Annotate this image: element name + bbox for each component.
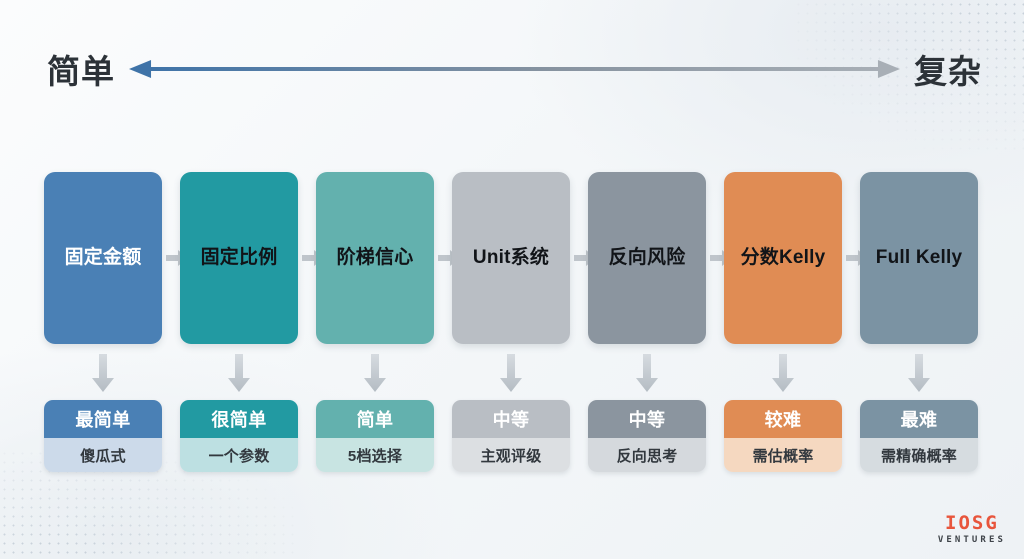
scale-label-complex: 复杂 [914, 53, 982, 90]
difficulty-detail-label: 5档选择 [316, 438, 434, 472]
flow-column: 固定比例很简单一个参数 [180, 172, 324, 472]
difficulty-card[interactable]: 最难需精确概率 [860, 400, 978, 472]
difficulty-level-label: 很简单 [180, 400, 298, 438]
difficulty-card[interactable]: 中等主观评级 [452, 400, 570, 472]
difficulty-detail-label: 一个参数 [180, 438, 298, 472]
method-label: Unit系统 [472, 246, 550, 268]
difficulty-card[interactable]: 中等反向思考 [588, 400, 706, 472]
difficulty-level-label: 较难 [724, 400, 842, 438]
difficulty-detail-label: 傻瓜式 [44, 438, 162, 472]
method-label: 反向风险 [608, 246, 686, 268]
difficulty-detail-label: 需估概率 [724, 438, 842, 472]
method-box[interactable]: 固定金额 [44, 172, 162, 344]
difficulty-level-label: 简单 [316, 400, 434, 438]
dot-pattern-top-right [794, 0, 1024, 150]
method-label: 阶梯信心 [336, 246, 414, 268]
method-label: 分数Kelly [740, 246, 826, 268]
difficulty-detail-label: 需精确概率 [860, 438, 978, 472]
method-box[interactable]: 固定比例 [180, 172, 298, 344]
difficulty-level-label: 最简单 [44, 400, 162, 438]
arrow-down-icon [364, 354, 386, 392]
method-label: Full Kelly [875, 246, 963, 268]
brand-logo-word: VENTURES [937, 535, 1006, 545]
method-box[interactable]: 分数Kelly [724, 172, 842, 344]
arrow-down-icon [500, 354, 522, 392]
method-box[interactable]: 阶梯信心 [316, 172, 434, 344]
arrow-down-icon [228, 354, 250, 392]
complexity-scale: 简单 复杂 [0, 38, 1024, 100]
scale-axis [129, 54, 900, 84]
flow-column: 反向风险中等反向思考 [588, 172, 732, 472]
arrow-right-icon [877, 60, 900, 78]
method-box[interactable]: Full Kelly [860, 172, 978, 344]
flow-column: 分数Kelly 较难需估概率 [724, 172, 868, 472]
method-box[interactable]: Unit系统 [452, 172, 570, 344]
brand-logo-mark: IOSG [945, 512, 999, 534]
difficulty-level-label: 中等 [452, 400, 570, 438]
difficulty-level-label: 最难 [860, 400, 978, 438]
method-box[interactable]: 反向风险 [588, 172, 706, 344]
flow-column: Unit系统中等主观评级 [452, 172, 596, 472]
method-label: 固定比例 [200, 246, 278, 268]
method-label: 固定金额 [64, 246, 142, 268]
difficulty-card[interactable]: 最简单傻瓜式 [44, 400, 162, 472]
scale-label-simple: 简单 [47, 53, 115, 90]
difficulty-level-label: 中等 [588, 400, 706, 438]
arrow-down-icon [908, 354, 930, 392]
arrow-left-icon [129, 60, 152, 78]
flow-column: 固定金额最简单傻瓜式 [44, 172, 188, 472]
arrow-down-icon [92, 354, 114, 392]
difficulty-card[interactable]: 较难需估概率 [724, 400, 842, 472]
arrow-down-icon [772, 354, 794, 392]
difficulty-detail-label: 反向思考 [588, 438, 706, 472]
flow-column: Full Kelly 最难需精确概率 [860, 172, 978, 472]
difficulty-detail-label: 主观评级 [452, 438, 570, 472]
difficulty-card[interactable]: 很简单一个参数 [180, 400, 298, 472]
brand-logo: IOSG VENTURES [938, 514, 1006, 545]
arrow-down-icon [636, 354, 658, 392]
